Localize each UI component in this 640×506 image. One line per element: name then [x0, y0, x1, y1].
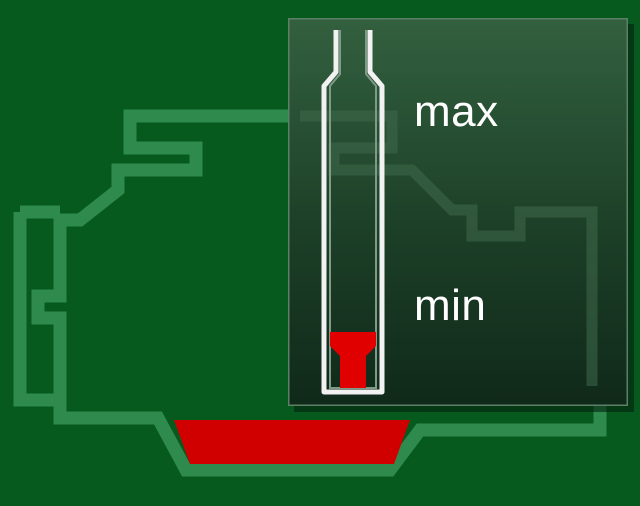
oil-pan-icon	[174, 420, 410, 464]
min-level-label: min	[414, 281, 487, 330]
max-level-label: max	[414, 87, 499, 136]
oil-level-fill	[330, 332, 376, 388]
